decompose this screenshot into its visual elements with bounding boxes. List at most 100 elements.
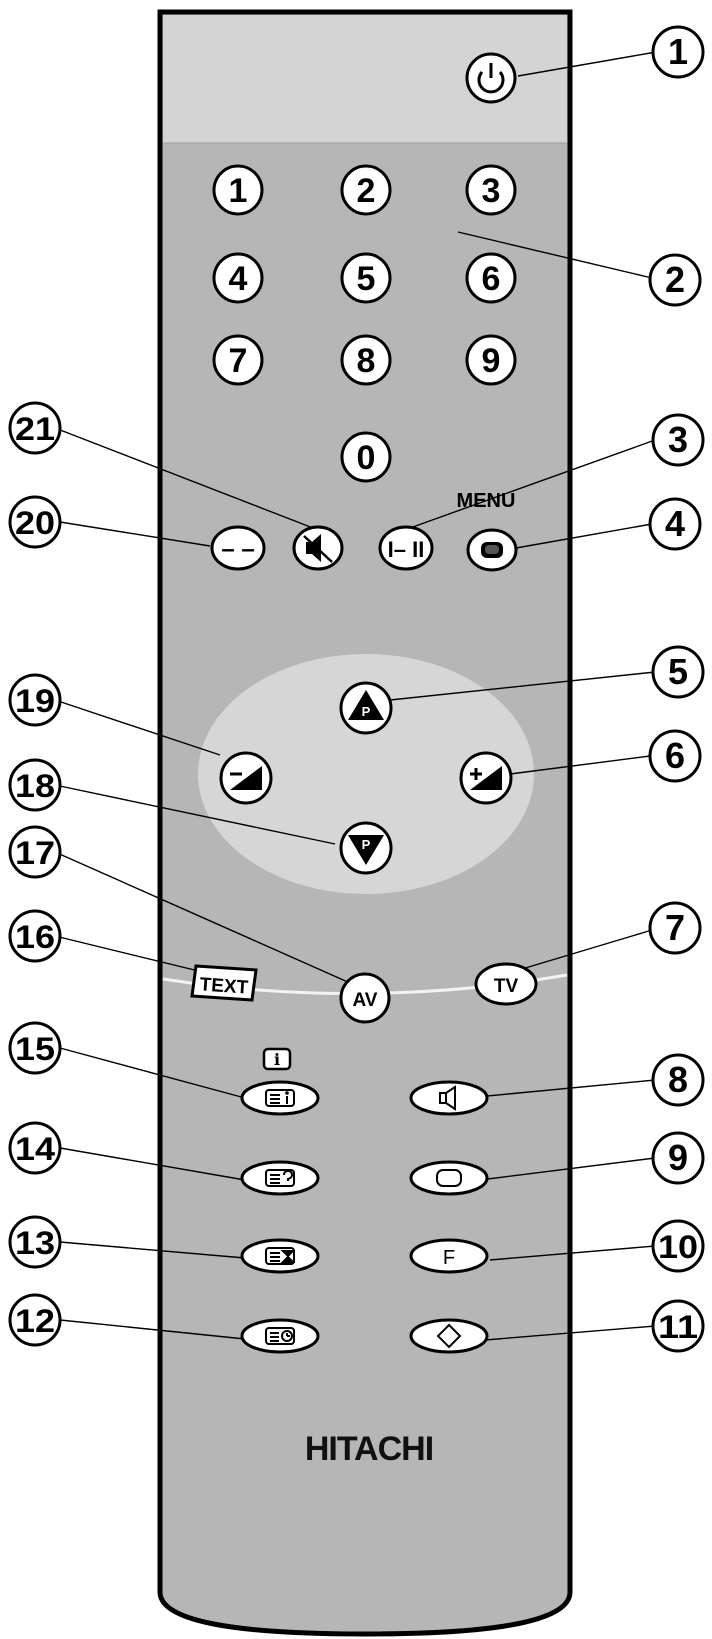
sound-button[interactable] bbox=[409, 1080, 489, 1116]
digit-label: 7 bbox=[229, 342, 248, 380]
digit-button-8[interactable]: 8 bbox=[340, 334, 392, 386]
power-button[interactable] bbox=[465, 52, 517, 104]
digit-label: 8 bbox=[357, 342, 376, 380]
callout-number: 18 bbox=[15, 768, 55, 804]
callout-2: 2 bbox=[648, 253, 702, 307]
speaker-icon bbox=[439, 1085, 456, 1111]
program-up-label: P bbox=[362, 704, 371, 719]
callout-number: 12 bbox=[15, 1303, 55, 1339]
callout-number: 8 bbox=[668, 1059, 688, 1100]
volume-down-button[interactable] bbox=[219, 751, 273, 805]
f-button-label: F bbox=[443, 1247, 455, 1269]
digit-button-7[interactable]: 7 bbox=[212, 334, 264, 386]
menu-button[interactable] bbox=[466, 528, 518, 572]
callout-21: 21 bbox=[8, 401, 62, 455]
callout-15: 15 bbox=[8, 1021, 62, 1075]
callout-9: 9 bbox=[651, 1131, 705, 1185]
navigation-pad bbox=[198, 654, 534, 894]
tv-button[interactable]: TV bbox=[474, 962, 538, 1006]
teletext-clock-button[interactable] bbox=[240, 1318, 320, 1354]
callout-1: 1 bbox=[651, 25, 705, 79]
digit-button-3[interactable]: 3 bbox=[465, 164, 517, 216]
f-button[interactable]: F bbox=[409, 1238, 489, 1274]
text-button-label: TEXT bbox=[199, 974, 249, 998]
digit-label: 9 bbox=[482, 342, 501, 380]
callout-19: 19 bbox=[8, 673, 62, 727]
power-icon bbox=[477, 63, 505, 94]
teletext-reveal-button[interactable] bbox=[240, 1160, 320, 1196]
callout-number: 15 bbox=[15, 1031, 55, 1067]
callout-10: 10 bbox=[651, 1219, 705, 1273]
callout-number: 4 bbox=[665, 503, 685, 544]
digit-label: 3 bbox=[482, 172, 501, 210]
tv-button-label: TV bbox=[494, 976, 519, 997]
callout-number: 6 bbox=[665, 735, 685, 776]
digit-button-5[interactable]: 5 bbox=[340, 252, 392, 304]
callout-number: 19 bbox=[15, 683, 55, 719]
teletext-info-icon bbox=[265, 1089, 295, 1107]
callout-number: 1 bbox=[668, 31, 688, 72]
callout-number: 11 bbox=[658, 1309, 698, 1345]
menu-label: MENU bbox=[456, 490, 516, 512]
callout-14: 14 bbox=[8, 1121, 62, 1175]
digit-button-0[interactable]: 0 bbox=[340, 431, 392, 483]
teletext-reveal-icon bbox=[265, 1169, 295, 1187]
mute-icon bbox=[303, 534, 333, 563]
teletext-size-button[interactable] bbox=[240, 1238, 320, 1274]
brand-logo: HITACHI bbox=[304, 1430, 434, 1468]
callout-number: 10 bbox=[658, 1229, 698, 1265]
mono-stereo-button[interactable]: I– II bbox=[378, 525, 434, 571]
teletext-clock-icon bbox=[265, 1327, 295, 1345]
teletext-size-icon bbox=[265, 1247, 296, 1265]
mono-stereo-label: I– II bbox=[388, 537, 425, 562]
callout-number: 17 bbox=[15, 835, 55, 871]
volume-down-icon bbox=[230, 766, 262, 790]
callout-number: 21 bbox=[15, 411, 55, 447]
callout-number: 3 bbox=[668, 419, 688, 460]
callout-13: 13 bbox=[8, 1215, 62, 1269]
teletext-info-button[interactable] bbox=[240, 1080, 320, 1116]
info-indicator-label: i bbox=[274, 1050, 280, 1069]
callout-number: 9 bbox=[668, 1137, 688, 1178]
program-down-button[interactable]: P bbox=[339, 821, 393, 875]
callout-number: 13 bbox=[15, 1225, 55, 1261]
text-button[interactable]: TEXT bbox=[190, 964, 258, 1002]
program-up-button[interactable]: P bbox=[339, 681, 393, 735]
digit-label: 5 bbox=[357, 260, 376, 298]
picture-button[interactable] bbox=[409, 1160, 489, 1196]
callout-number: 7 bbox=[665, 907, 685, 948]
callout-16: 16 bbox=[8, 909, 62, 963]
callout-number: 2 bbox=[665, 259, 685, 300]
tv-screen-icon bbox=[436, 1169, 462, 1187]
callout-5: 5 bbox=[651, 645, 705, 699]
digit-label: 4 bbox=[229, 260, 248, 298]
av-button[interactable]: AV bbox=[339, 972, 391, 1024]
callout-11: 11 bbox=[651, 1299, 705, 1353]
callout-number: 16 bbox=[15, 919, 55, 955]
digit-keypad: 1 2 3 4 5 6 7 8 9 0 bbox=[212, 164, 517, 483]
callout-leaders bbox=[54, 51, 657, 1341]
digit-button-1[interactable]: 1 bbox=[212, 164, 264, 216]
volume-up-button[interactable] bbox=[459, 751, 513, 805]
info-indicator: i bbox=[262, 1047, 292, 1071]
callout-7: 7 bbox=[648, 901, 702, 955]
callout-number: 5 bbox=[668, 651, 688, 692]
digit-button-9[interactable]: 9 bbox=[465, 334, 517, 386]
callout-6: 6 bbox=[648, 729, 702, 783]
callout-20: 20 bbox=[8, 495, 62, 549]
digit-button-2[interactable]: 2 bbox=[340, 164, 392, 216]
callout-18: 18 bbox=[8, 758, 62, 812]
callout-number: 14 bbox=[15, 1131, 55, 1167]
digit-label: 6 bbox=[482, 260, 501, 298]
mute-button[interactable] bbox=[292, 525, 344, 571]
digit-button-6[interactable]: 6 bbox=[465, 252, 517, 304]
callout-4: 4 bbox=[648, 497, 702, 551]
digit-button-4[interactable]: 4 bbox=[212, 252, 264, 304]
volume-up-icon bbox=[470, 766, 502, 790]
digit-label: 2 bbox=[357, 172, 376, 210]
dash-button[interactable]: – – bbox=[210, 525, 266, 571]
extra-button[interactable] bbox=[409, 1318, 489, 1354]
program-down-label: P bbox=[362, 837, 371, 852]
